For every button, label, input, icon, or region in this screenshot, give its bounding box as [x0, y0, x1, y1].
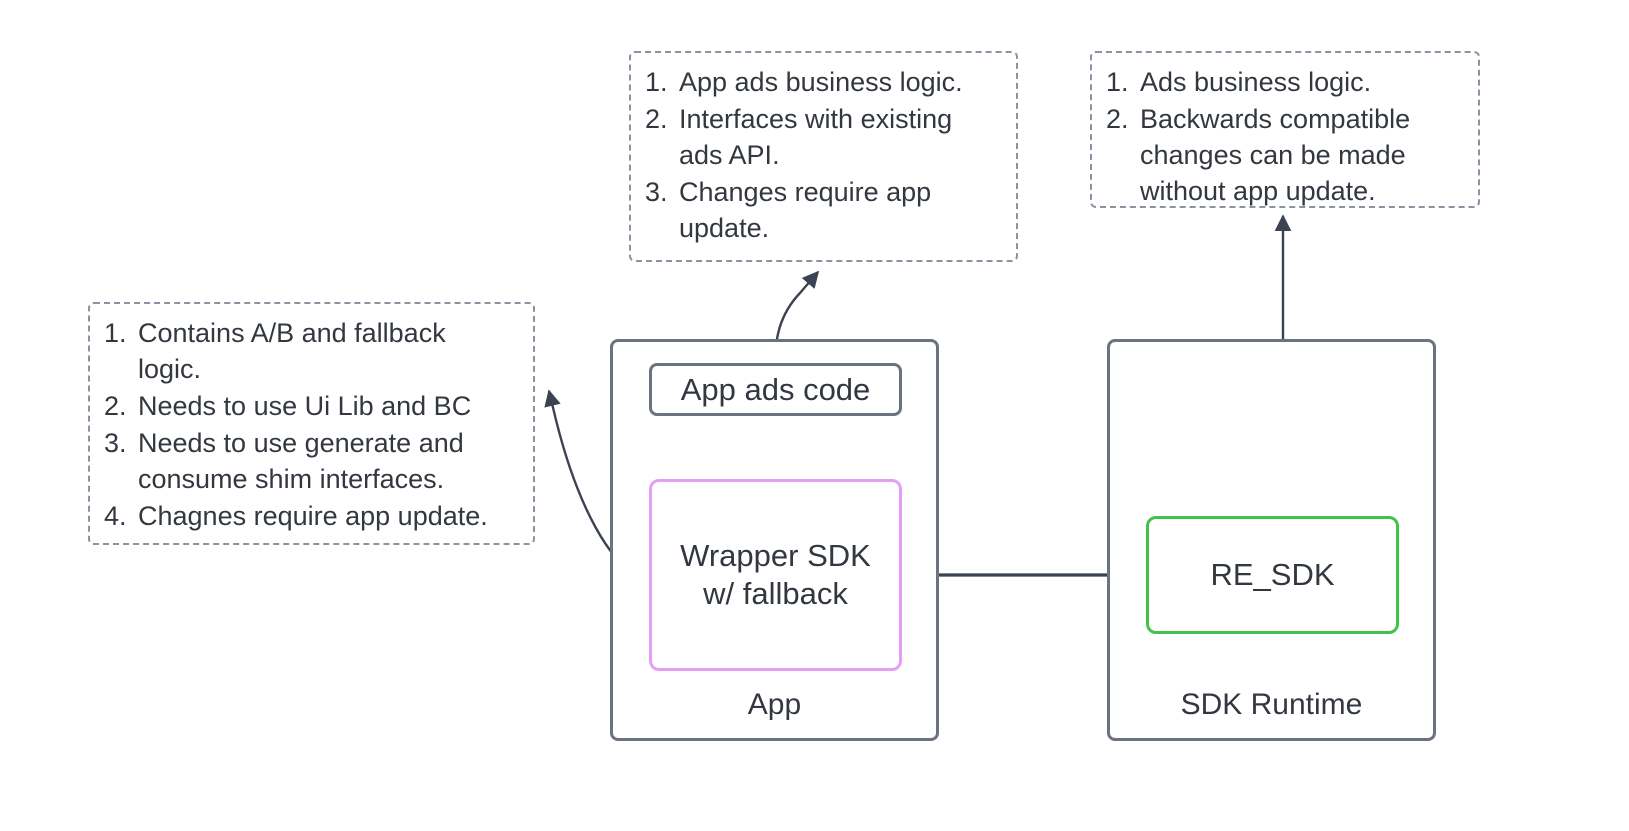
note-list: Ads business logic. Backwards compatible…	[1106, 65, 1462, 210]
note-list: Contains A/B and fallback logic. Needs t…	[104, 316, 517, 534]
note-item: Backwards compatible changes can be made…	[1106, 102, 1411, 206]
note-item: Needs to use generate and consume shim i…	[104, 426, 464, 494]
note-item: App ads business logic.	[645, 65, 963, 101]
note-item: Ads business logic.	[1106, 65, 1372, 101]
container-sdk-runtime-label: SDK Runtime	[1180, 688, 1363, 721]
note-item: Chagnes require app update.	[104, 499, 488, 535]
node-app-ads-code[interactable]: App ads code	[649, 363, 902, 416]
note-list: App ads business logic. Interfaces with …	[645, 65, 1000, 247]
note-wrapper-sdk: Contains A/B and fallback logic. Needs t…	[88, 302, 535, 545]
note-item: Interfaces with existing ads API.	[645, 102, 953, 170]
note-app-ads-code: App ads business logic. Interfaces with …	[629, 51, 1018, 262]
node-re-sdk[interactable]: RE_SDK	[1146, 516, 1399, 634]
note-item: Needs to use Ui Lib and BC	[104, 389, 472, 425]
container-app-label: App	[747, 688, 802, 721]
note-re-sdk: Ads business logic. Backwards compatible…	[1090, 51, 1480, 208]
note-item: Contains A/B and fallback logic.	[104, 316, 446, 384]
node-wrapper-sdk[interactable]: Wrapper SDK w/ fallback	[649, 479, 902, 671]
note-item: Changes require app update.	[645, 175, 932, 243]
